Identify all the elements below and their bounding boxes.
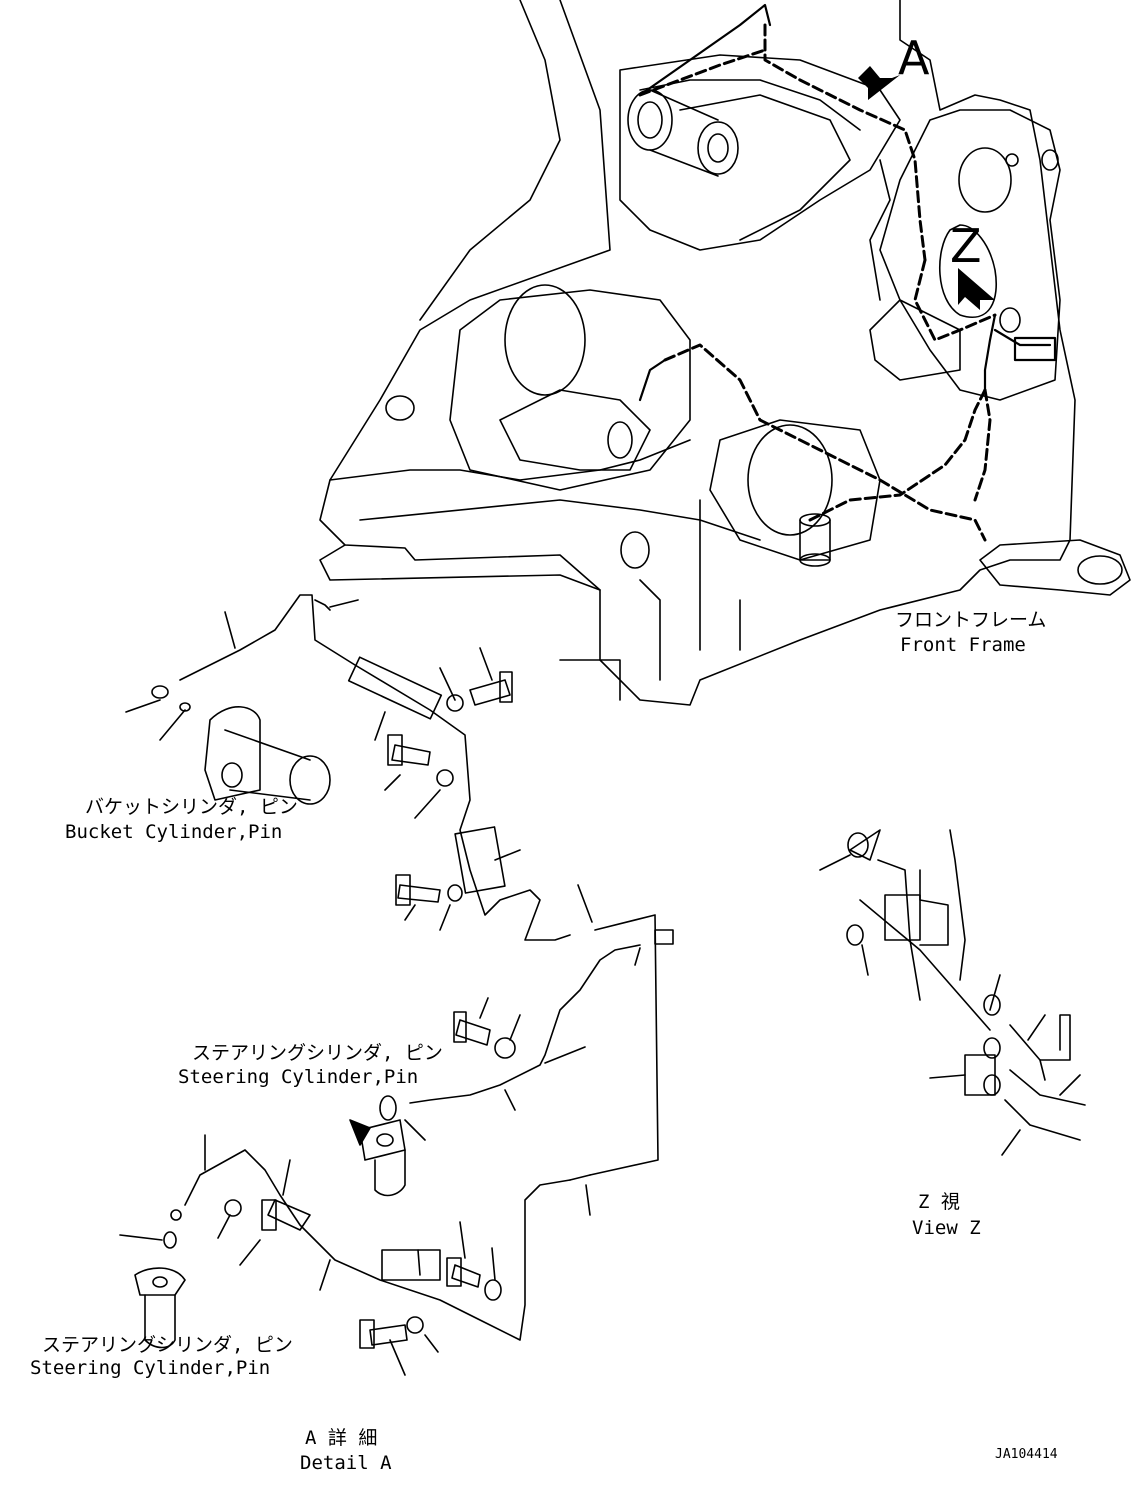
callout-arrows [858,66,995,310]
bucket-cylinder-label-en: Bucket Cylinder,Pin [65,821,283,843]
callout-a: A [898,31,930,85]
detail-a-drawing [119,594,674,1376]
front-frame-label-en: Front Frame [900,634,1026,656]
grease-line-solid [638,3,1057,402]
view-z-label-jp: Z 視 [918,1191,960,1213]
steering-cylinder-label-1-en: Steering Cylinder,Pin [178,1066,419,1088]
grease-line-routing [638,23,997,542]
detail-a-label-jp: A 詳 細 [305,1427,378,1449]
view-z-drawing [819,829,1086,1156]
detail-a-label-en: Detail A [300,1452,392,1474]
front-frame-label-jp: フロントフレーム [895,609,1047,631]
front-frame-drawing [319,0,1131,706]
drawing-code: JA104414 [995,1447,1058,1462]
view-z-label-en: View Z [912,1217,981,1239]
steering-cylinder-label-2-en: Steering Cylinder,Pin [30,1357,271,1379]
bucket-cylinder-label-jp: バケットシリンダ, ピン [85,796,298,818]
steering-cylinder-label-2-jp: ステアリングシリンダ, ピン [42,1334,293,1356]
callout-z: Z [950,219,982,273]
steering-cylinder-label-1-jp: ステアリングシリンダ, ピン [192,1042,443,1064]
